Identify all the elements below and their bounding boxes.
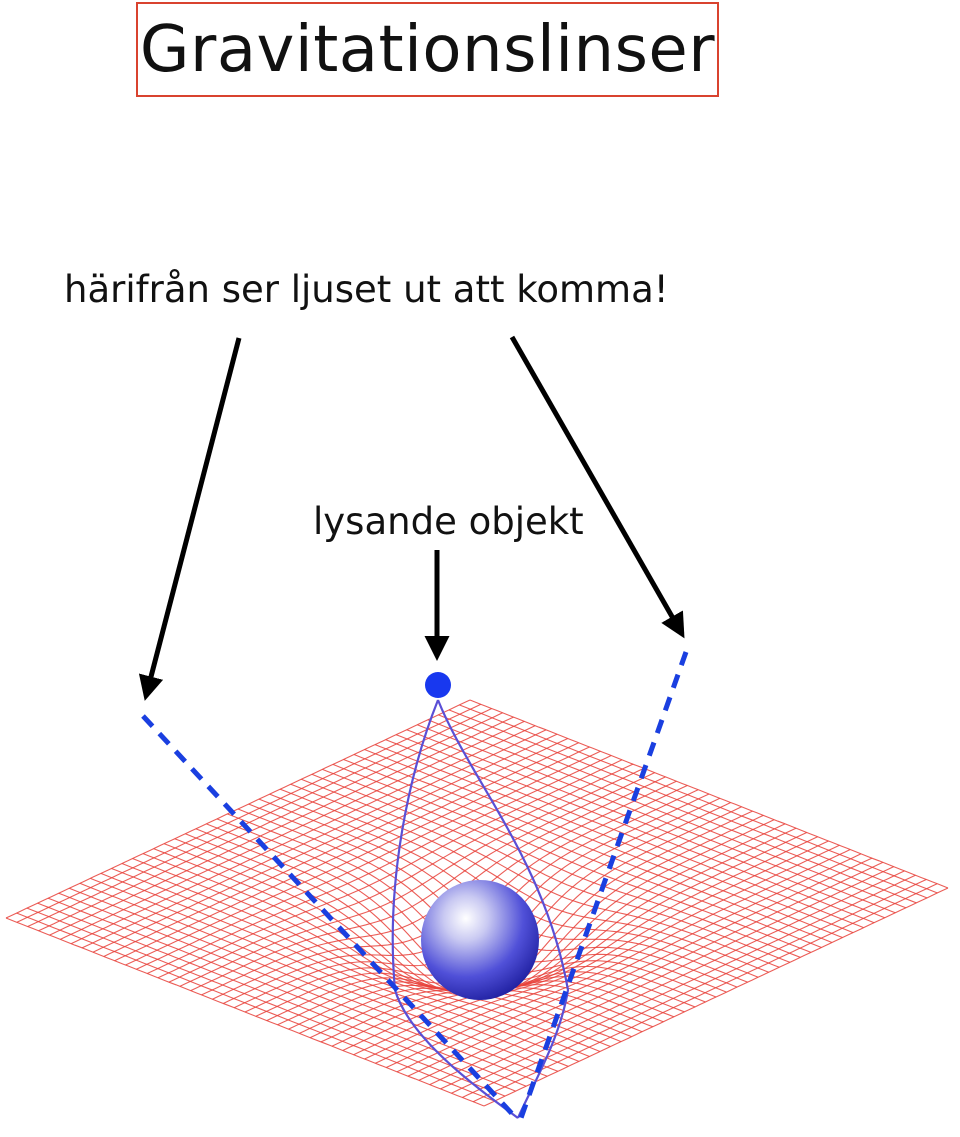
grid-line-u-40 (440, 870, 905, 1090)
grid-line-u-36 (396, 853, 862, 1073)
arrow-left-icon (138, 337, 242, 701)
grid-line-v-43 (16, 912, 495, 1102)
grid-line-v-31 (142, 853, 622, 1043)
light-path-left (391, 699, 519, 1119)
grid-line-u-30 (331, 827, 797, 1047)
grid-line-v-34 (111, 867, 590, 1058)
grid-line-u-37 (407, 857, 873, 1077)
title-box: Gravitationslinser (136, 2, 719, 97)
grid-line-v-35 (100, 872, 580, 1062)
source-caption: lysande objekt (313, 500, 584, 543)
grid-line-u-29 (320, 823, 786, 1043)
grid-line-u-34 (375, 844, 840, 1064)
arrow-right-icon (509, 335, 685, 639)
grid-line-u-28 (309, 819, 775, 1039)
page-title: Gravitationslinser (139, 12, 716, 87)
observer-caption: härifrån ser ljuset ut att komma! (64, 268, 669, 311)
grid-line-v-38 (69, 887, 548, 1077)
grid-line-v-44 (5, 917, 485, 1107)
grid-line-u-38 (418, 861, 884, 1081)
grid-line-v-41 (37, 902, 516, 1092)
grid-line-v-39 (58, 892, 537, 1082)
grid-line-v-27 (185, 833, 664, 1023)
grid-line-v-33 (121, 862, 601, 1053)
apparent-path-right (518, 651, 689, 1119)
grid-line-v-40 (47, 897, 527, 1087)
grid-line-v-32 (132, 857, 611, 1048)
grid-line-v-36 (90, 877, 569, 1067)
apparent-path-left (141, 714, 518, 1120)
grid-line-u-32 (353, 836, 818, 1056)
grid-line-u-35 (385, 849, 851, 1068)
light-source-dot-icon (425, 672, 451, 698)
spacetime-grid (5, 699, 949, 1107)
grid-line-u-43 (472, 883, 938, 1103)
grid-line-u-27 (299, 814, 764, 1034)
grid-line-u-41 (451, 874, 916, 1094)
grid-line-u-33 (364, 840, 829, 1060)
grid-line-u-44 (483, 887, 949, 1107)
grid-line-u-39 (429, 866, 894, 1086)
grid-line-v-42 (26, 907, 506, 1097)
grid-line-v-37 (79, 882, 559, 1072)
light-path-right (436, 699, 570, 1119)
grid-line-u-31 (342, 832, 808, 1051)
grid-line-v-28 (174, 838, 653, 1028)
mass-sphere-icon (421, 880, 539, 1000)
